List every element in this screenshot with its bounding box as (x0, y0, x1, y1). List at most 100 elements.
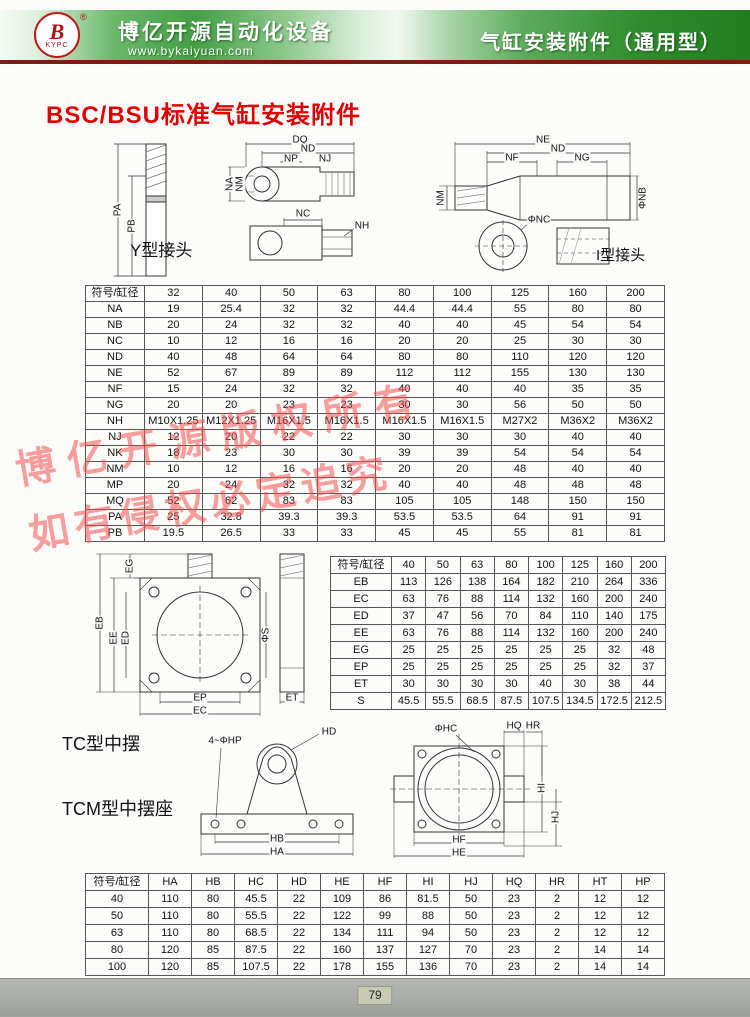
table-cell: M16X1.5 (375, 413, 434, 430)
table-cell: 99 (363, 907, 407, 925)
table-cell: 62 (201, 493, 261, 510)
table-cell: 47 (425, 607, 461, 625)
table-cell: 122 (320, 907, 364, 925)
table-cell: 120 (148, 941, 192, 959)
dimension-label: PA (112, 202, 124, 218)
table-cell: 130 (606, 365, 665, 382)
dimension-label: NP (283, 153, 299, 165)
column-header: 63 (317, 285, 377, 302)
table-cell: 35 (548, 381, 608, 398)
table-cell: 54 (606, 445, 665, 462)
table-cell: 50 (449, 924, 493, 942)
table-cell: 2 (535, 890, 579, 908)
table-cell: 178 (320, 958, 364, 976)
table-cell: 336 (630, 573, 667, 591)
table-cell: 25 (493, 658, 530, 676)
table-cell: 32.8 (201, 509, 261, 526)
table-cell: 136 (406, 958, 450, 976)
column-header: 200 (606, 285, 665, 302)
table-cell: 18 (144, 445, 203, 462)
table-cell: 25 (493, 641, 530, 659)
table-cell: 91 (548, 509, 608, 526)
i-joint-caption: I型接头 (596, 247, 646, 264)
column-header: 80 (493, 556, 530, 574)
table-cell: 109 (320, 890, 364, 908)
table-cell: 200 (596, 624, 632, 642)
column-header: 100 (432, 285, 492, 302)
row-label: NB (85, 317, 145, 334)
table-cell: 23 (492, 907, 536, 925)
table-cell: 85 (191, 958, 235, 976)
table-cell: 48 (606, 477, 665, 494)
table-cell: 40 (548, 429, 608, 446)
table-cell: 30 (459, 675, 495, 693)
table-cell: 19.5 (144, 525, 203, 542)
table-cell: 16 (317, 333, 377, 350)
table-cell: 182 (527, 573, 564, 591)
table-cell: 240 (630, 590, 667, 608)
company-name: 博亿开源自动化设备 (118, 21, 334, 44)
row-label: EP (330, 658, 392, 676)
table-cell: M16X1.5 (432, 413, 492, 430)
dimension-label: ΦHC (433, 723, 459, 735)
dimension-label: ET (284, 692, 300, 704)
table-cell: 30 (562, 675, 598, 693)
table-cell: 2 (535, 958, 579, 976)
dimension-label: ΦNB (637, 186, 649, 210)
table-cell: 54 (548, 317, 608, 334)
section-title: BSC/BSU标准气缸安装附件 (46, 102, 362, 129)
table-cell: 114 (493, 624, 530, 642)
dimension-label: ED (120, 630, 132, 646)
row-label: NM (85, 461, 145, 478)
table-cell: 52 (144, 365, 203, 382)
table-cell: 56 (490, 397, 550, 414)
table-cell: 12 (144, 429, 203, 446)
table-cell: 22 (277, 958, 321, 976)
row-label: ED (330, 607, 392, 625)
table-cell: 54 (606, 317, 665, 334)
table-cell: 40 (375, 381, 434, 398)
table-cell: 140 (596, 607, 632, 625)
table-cell: 12 (201, 461, 261, 478)
table-cell: 25 (562, 658, 598, 676)
flange-drawing (88, 548, 330, 716)
dimension-label: EC (192, 705, 208, 717)
table-cell: 110 (148, 924, 192, 942)
row-label: MP (85, 477, 145, 494)
table-cell: M27X2 (490, 413, 550, 430)
table-cell: 24 (201, 317, 261, 334)
row-label: MQ (85, 493, 145, 510)
table-cell: 32 (317, 301, 377, 318)
table-cell: 2 (535, 924, 579, 942)
table-cell: 68.5 (459, 692, 495, 710)
table-cell: 12 (578, 924, 622, 942)
table-cell: 37 (390, 607, 427, 625)
table-cell: 25 (425, 658, 461, 676)
tcm-trunnion-drawing (390, 722, 580, 867)
table-cell: 26.5 (201, 525, 261, 542)
table-cell: 200 (596, 590, 632, 608)
dimension-label: HJ (550, 809, 562, 825)
table-cell: 16 (259, 461, 319, 478)
column-header: HE (320, 873, 364, 891)
dimension-label: PB (126, 218, 138, 234)
table-cell: 111 (363, 924, 407, 942)
table-cell: 23 (492, 958, 536, 976)
table-cell: 2 (535, 907, 579, 925)
table-cell: 48 (490, 461, 550, 478)
column-header: HD (277, 873, 321, 891)
table-cell: 148 (490, 493, 550, 510)
table-cell: 14 (621, 958, 665, 976)
column-header: HQ (492, 873, 536, 891)
column-header: 50 (425, 556, 461, 574)
table-cell: 120 (606, 349, 665, 366)
